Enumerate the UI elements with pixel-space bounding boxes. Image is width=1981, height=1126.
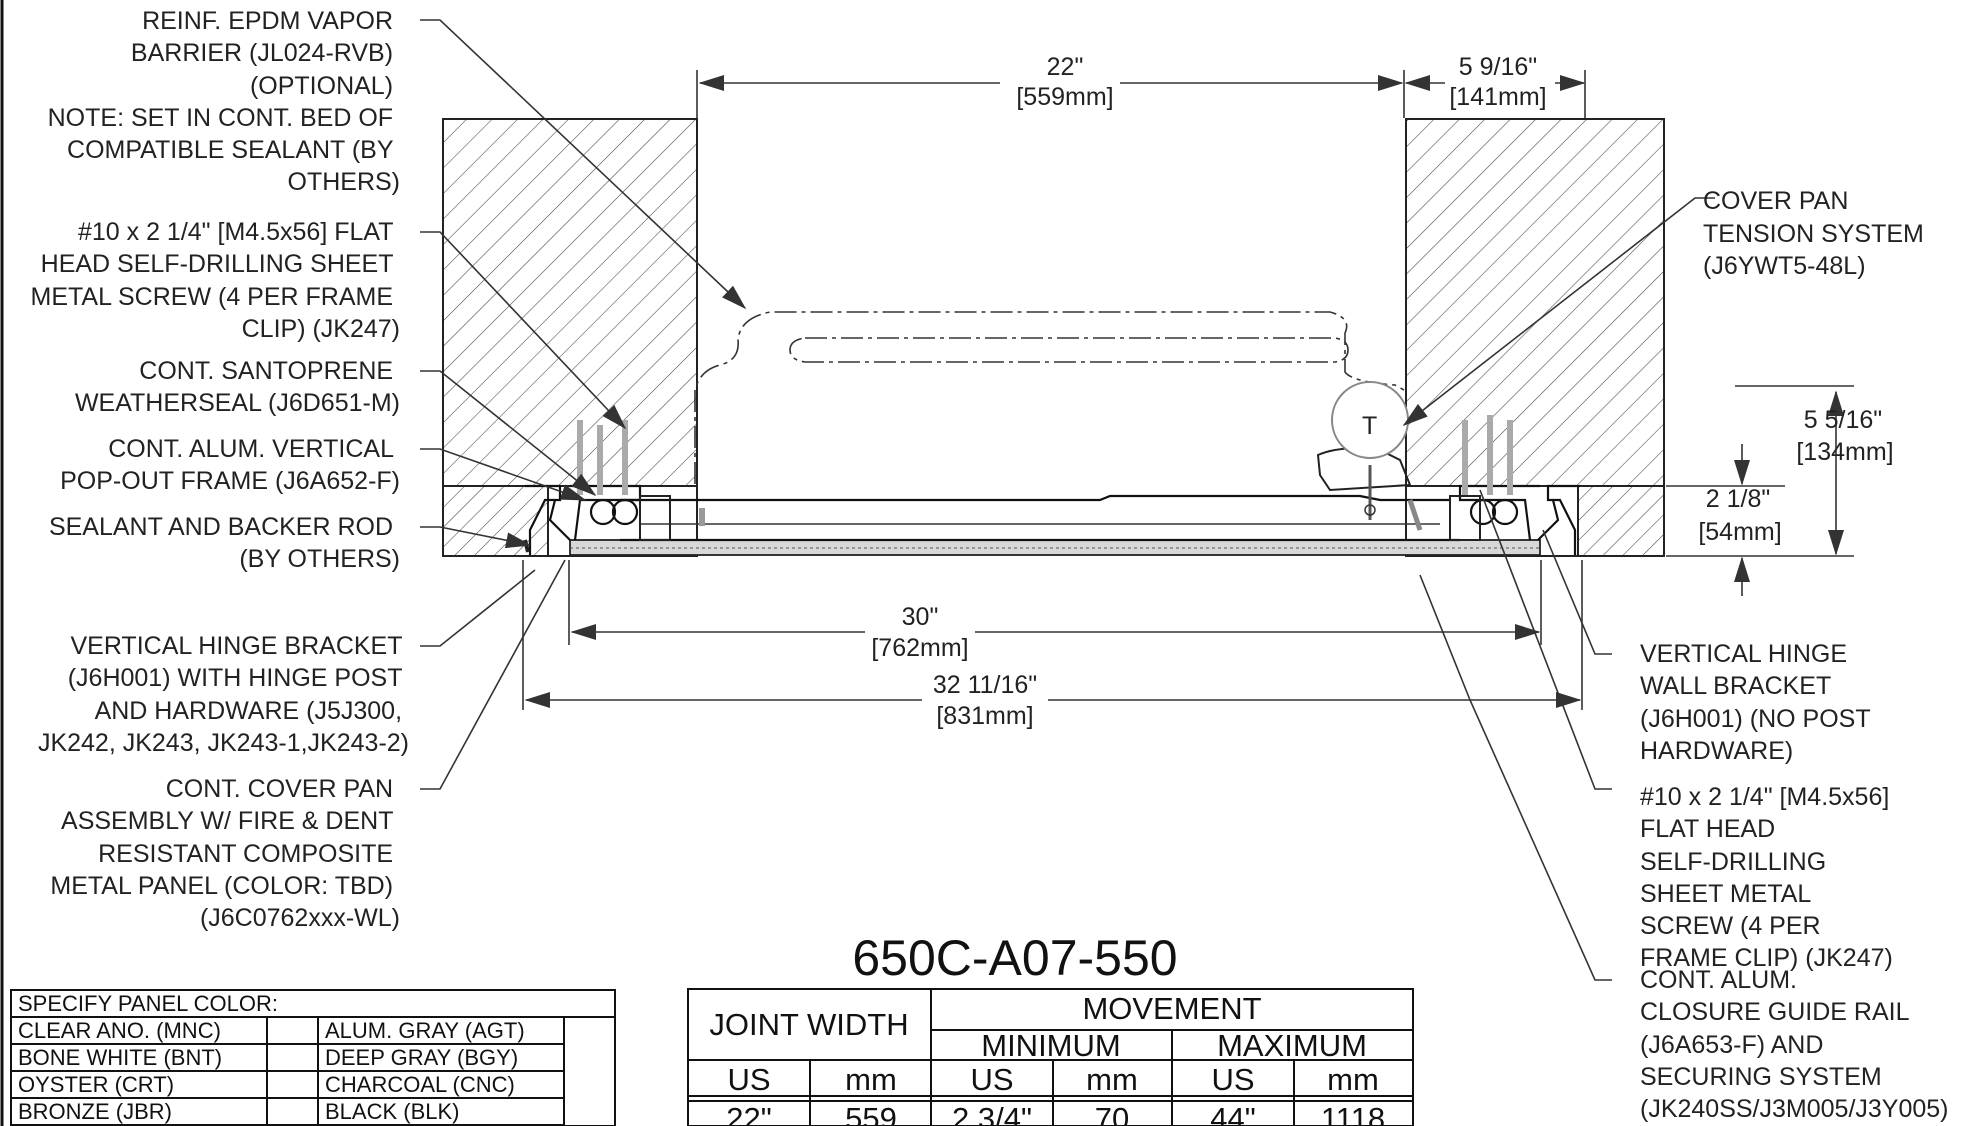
cover-pan-assembly [569, 494, 1541, 556]
dim-32-11-16-mm: [831mm] [936, 702, 1033, 730]
dim-32-11-16-us: 32 11/16" [933, 671, 1037, 699]
color-crt: OYSTER (CRT) [18, 1072, 174, 1097]
right-substrate [1405, 118, 1665, 557]
dim-2-1-8-us: 2 1/8" [1706, 485, 1770, 513]
value-cell: 44" [1210, 1101, 1256, 1126]
movement-table-text: JOINT WIDTH MOVEMENT MINIMUM MAXIMUM US … [709, 991, 1385, 1126]
panel-color-table-text: SPECIFY PANEL COLOR: CLEAR ANO. (MNC) AL… [18, 991, 525, 1124]
dim-5-5-16-us: 5 5/16" [1804, 406, 1882, 434]
maximum-header: MAXIMUM [1217, 1028, 1367, 1063]
dimension-2-1-8: 2 1/8" [54mm] [1666, 444, 1785, 596]
color-bgy: DEEP GRAY (BGY) [325, 1045, 518, 1070]
label-screw-right: #10 x 2 1/4" [M4.5x56] FLAT HEAD SELF-DR… [1640, 783, 1896, 972]
panel-color-table [10, 989, 616, 1126]
dim-30-us: 30" [902, 603, 939, 631]
vapor-barrier [694, 311, 1405, 484]
label-tension-system: COVER PAN TENSION SYSTEM (J6YWT5-48L) [1703, 187, 1931, 280]
label-pop-out-frame: CONT. ALUM. VERTICAL POP-OUT FRAME (J6A6… [60, 435, 400, 495]
label-screw-left: #10 x 2 1/4" [M4.5x56] FLAT HEAD SELF-DR… [31, 218, 401, 343]
svg-text:T: T [1362, 412, 1377, 440]
movement-table [687, 988, 1414, 1126]
dimension-5-9-16: 5 9/16" [141mm] [1404, 53, 1586, 118]
dim-22-mm: [559mm] [1016, 83, 1113, 111]
label-cover-pan: CONT. COVER PAN ASSEMBLY W/ FIRE & DENT … [50, 775, 400, 932]
dim-5-9-16-mm: [141mm] [1449, 83, 1546, 111]
unit-cell: mm [845, 1062, 897, 1097]
left-substrate [442, 118, 698, 557]
model-number: 650C-A07-550 [852, 930, 1177, 986]
dimension-30: 30" [762mm] [568, 560, 1542, 662]
value-cell: 2 3/4" [952, 1101, 1032, 1126]
color-jbr: BRONZE (JBR) [18, 1099, 172, 1124]
color-mnc: CLEAR ANO. (MNC) [18, 1018, 221, 1043]
dimension-32-11-16: 32 11/16" [831mm] [522, 560, 1583, 730]
value-cell: 1118 [1321, 1101, 1385, 1126]
color-cnc: CHARCOAL (CNC) [325, 1072, 515, 1097]
movement-header: MOVEMENT [1082, 991, 1261, 1026]
label-hinge-wall-bracket: VERTICAL HINGE WALL BRACKET (J6H001) (NO… [1640, 640, 1877, 765]
color-agt: ALUM. GRAY (AGT) [325, 1018, 525, 1043]
dimension-22: 22" [559mm] [696, 53, 1405, 118]
dim-5-5-16-mm: [134mm] [1796, 438, 1893, 466]
label-weatherseal: CONT. SANTOPRENE WEATHERSEAL (J6D651-M) [75, 357, 400, 417]
dim-22-us: 22" [1047, 53, 1084, 81]
leader-lines [420, 19, 1715, 981]
right-callout-labels: COVER PAN TENSION SYSTEM (J6YWT5-48L) VE… [1640, 187, 1949, 1123]
label-closure-guide-rail: CONT. ALUM. CLOSURE GUIDE RAIL (J6A653-F… [1640, 966, 1949, 1123]
value-cell: 559 [845, 1101, 897, 1126]
label-sealant-backer-rod: SEALANT AND BACKER ROD (BY OTHERS) [49, 513, 400, 573]
dimension-5-5-16: 5 5/16" [134mm] [1666, 385, 1894, 557]
label-hinge-bracket: VERTICAL HINGE BRACKET (J6H001) WITH HIN… [38, 632, 409, 757]
color-blk: BLACK (BLK) [325, 1099, 460, 1124]
label-epdm-vapor-barrier: REINF. EPDM VAPOR BARRIER (JL024-RVB) (O… [48, 7, 400, 196]
dim-2-1-8-mm: [54mm] [1698, 518, 1781, 546]
color-table-title: SPECIFY PANEL COLOR: [18, 991, 278, 1016]
unit-cell: US [970, 1062, 1013, 1097]
unit-cell: US [727, 1062, 770, 1097]
left-callout-labels: REINF. EPDM VAPOR BARRIER (JL024-RVB) (O… [31, 7, 410, 932]
unit-cell: mm [1327, 1062, 1379, 1097]
unit-cell: mm [1086, 1062, 1138, 1097]
value-cell: 22" [726, 1101, 772, 1126]
dim-30-mm: [762mm] [871, 634, 968, 662]
color-bnt: BONE WHITE (BNT) [18, 1045, 222, 1070]
minimum-header: MINIMUM [981, 1028, 1120, 1063]
dim-5-9-16-us: 5 9/16" [1459, 53, 1537, 81]
unit-cell: US [1211, 1062, 1254, 1097]
joint-width-header: JOINT WIDTH [709, 1007, 908, 1042]
value-cell: 70 [1095, 1101, 1129, 1126]
